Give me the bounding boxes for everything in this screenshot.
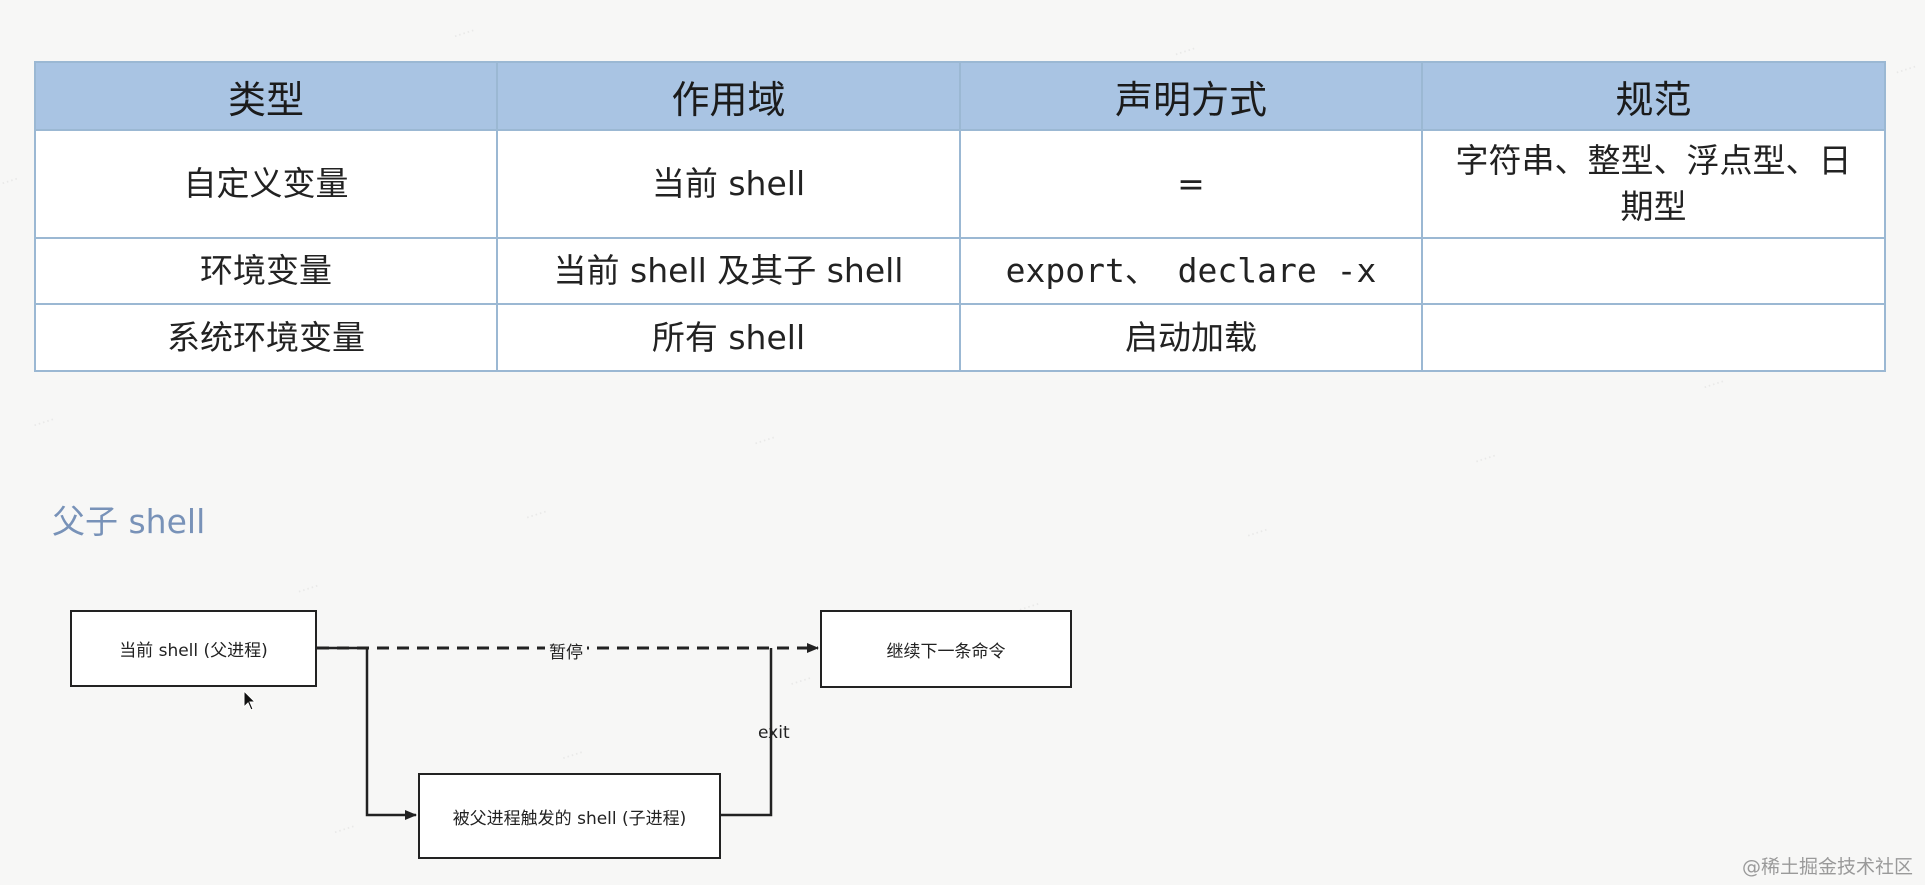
child-process-box: 被父进程触发的 shell (子进程) — [418, 773, 721, 859]
spawn-arrow — [317, 646, 417, 820]
cell-declare: = — [959, 129, 1423, 239]
cell-type: 环境变量 — [34, 237, 498, 305]
section-title: 父子 shell — [52, 502, 206, 541]
next-command-box: 继续下一条命令 — [820, 610, 1072, 688]
exit-label: exit — [758, 723, 790, 743]
cell-spec: 字符串、整型、浮点型、日期型 — [1421, 129, 1886, 239]
cell-declare: 启动加载 — [959, 303, 1423, 372]
pause-label: 暂停 — [545, 638, 587, 663]
table-header-row: 类型 作用域 声明方式 规范 — [34, 61, 1886, 131]
header-scope: 作用域 — [496, 61, 961, 131]
table-row: 系统环境变量 所有 shell 启动加载 — [34, 303, 1886, 372]
variable-types-table: 类型 作用域 声明方式 规范 自定义变量 当前 shell = 字符串、整型、浮… — [34, 61, 1886, 372]
site-credit: @稀土掘金技术社区 — [1741, 856, 1913, 878]
cell-spec-text: 字符串、整型、浮点型、日期型 — [1455, 141, 1852, 226]
mouse-cursor-icon — [243, 690, 257, 711]
cell-spec — [1421, 237, 1886, 305]
parent-process-box: 当前 shell (父进程) — [70, 610, 317, 687]
header-spec: 规范 — [1421, 61, 1886, 131]
cell-type: 系统环境变量 — [34, 303, 498, 372]
cell-scope: 当前 shell 及其子 shell — [496, 237, 961, 305]
exit-arrow — [721, 648, 773, 817]
header-type: 类型 — [34, 61, 498, 131]
table-row: 自定义变量 当前 shell = 字符串、整型、浮点型、日期型 — [34, 129, 1886, 239]
cell-declare: export、 declare -x — [959, 237, 1423, 305]
cell-scope: 所有 shell — [496, 303, 961, 372]
cell-spec — [1421, 303, 1886, 372]
cell-type: 自定义变量 — [34, 129, 498, 239]
header-declare: 声明方式 — [959, 61, 1423, 131]
cell-scope: 当前 shell — [496, 129, 961, 239]
table-row: 环境变量 当前 shell 及其子 shell export、 declare … — [34, 237, 1886, 305]
